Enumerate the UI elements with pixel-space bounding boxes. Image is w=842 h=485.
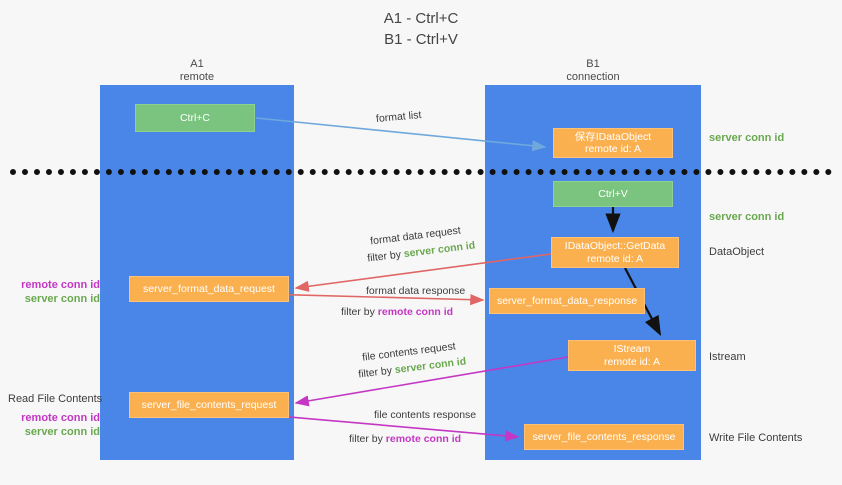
label-write-file-contents: Write File Contents: [709, 432, 803, 444]
filter-prefix: filter by: [366, 248, 405, 265]
label-istream: Istream: [709, 351, 746, 363]
box-ctrl-v[interactable]: Ctrl+V: [553, 181, 673, 207]
flow-label-format-data-response: format data response: [366, 285, 466, 297]
label-server-conn-id-format: server conn id: [24, 293, 100, 305]
box-ctrl-c[interactable]: Ctrl+C: [135, 104, 255, 132]
box-server-file-contents-response[interactable]: server_file_contents_response: [524, 424, 684, 450]
label-dataobject: DataObject: [709, 246, 765, 258]
filter-prefix: filter by: [357, 364, 396, 381]
label-conn-ids-format: remote conn id server conn id: [8, 278, 100, 306]
filter-prefix: filter by: [341, 306, 378, 318]
flow-label-format-list: format list: [375, 109, 422, 125]
label-remote-conn-id-format: remote conn id: [21, 279, 100, 291]
box-server-format-data-response[interactable]: server_format_data_response: [489, 288, 645, 314]
box-save-idataobject[interactable]: 保存IDataObject remote id: A: [553, 128, 673, 158]
box-idataobject-getdata[interactable]: IDataObject::GetData remote id: A: [551, 237, 679, 268]
filter-prefix: filter by: [349, 433, 386, 445]
label-conn-ids-file: remote conn id server conn id: [8, 411, 100, 439]
box-server-file-contents-request[interactable]: server_file_contents_request: [129, 392, 289, 418]
label-read-file-contents: Read File Contents: [8, 393, 103, 405]
label-server-conn-id-top: server conn id: [709, 132, 785, 144]
label-remote-conn-id-file: remote conn id: [21, 412, 100, 424]
lane-header-b1: B1 connection: [566, 58, 620, 83]
box-server-format-data-request[interactable]: server_format_data_request: [129, 276, 289, 302]
flow-label-file-contents-response-filter: filter by remote conn id: [349, 432, 461, 447]
filter-value-remote-conn-id: remote conn id: [385, 433, 462, 445]
label-server-conn-id-mid: server conn id: [709, 211, 785, 223]
box-istream[interactable]: IStream remote id: A: [568, 340, 696, 371]
label-server-conn-id-file: server conn id: [24, 426, 100, 438]
lane-header-a1: A1 remote: [179, 58, 215, 83]
phase-divider: [10, 169, 832, 175]
flow-label-format-data-response-filter: filter by remote conn id: [341, 305, 453, 320]
filter-value-remote-conn-id: remote conn id: [377, 306, 454, 318]
page-title: A1 - Ctrl+C B1 - Ctrl+V: [383, 10, 459, 48]
flow-label-file-contents-response: file contents response: [374, 409, 477, 421]
